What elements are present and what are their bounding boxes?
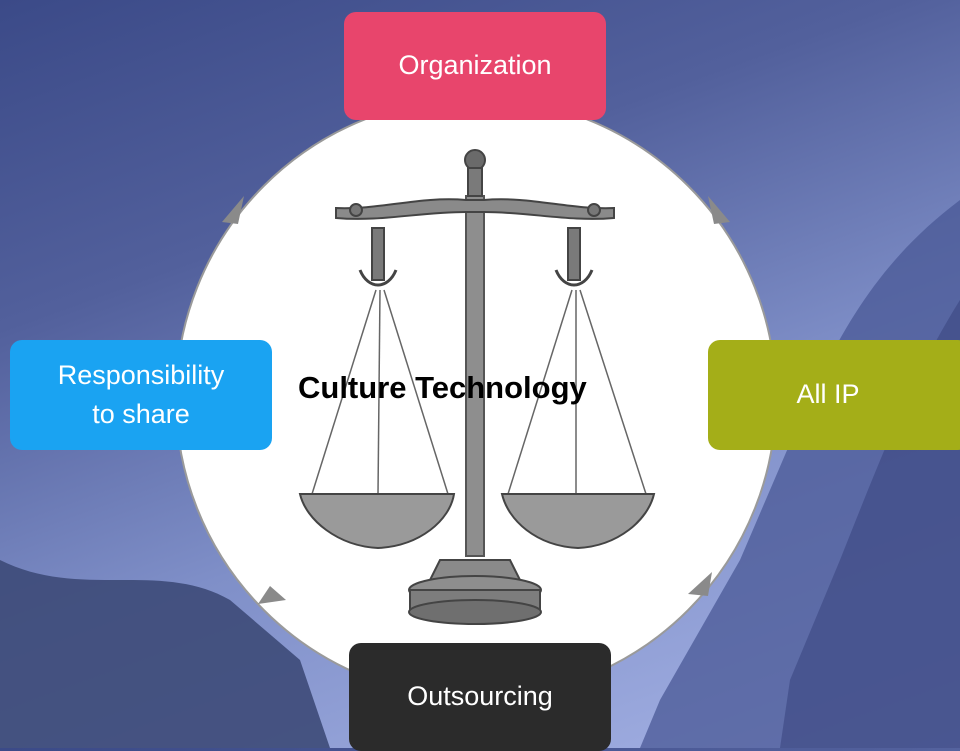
organization-box: Organization (344, 12, 606, 120)
mountain-left (0, 560, 330, 748)
outsourcing-box: Outsourcing (349, 643, 611, 751)
arrow-bottom-right (688, 572, 712, 596)
organization-label: Organization (398, 50, 552, 81)
responsibility-label-line2: to share (92, 399, 190, 429)
all-ip-label: All IP (796, 379, 860, 410)
balance-scale-icon (298, 149, 656, 625)
all-ip-box: All IP (708, 340, 960, 450)
center-label: Culture Technology (298, 370, 587, 405)
responsibility-box: Responsibility to share (10, 340, 272, 450)
arrow-top-left (222, 196, 244, 224)
arrow-top-right (708, 196, 730, 224)
responsibility-label-line1: Responsibility (57, 359, 225, 390)
arrow-bottom-left (258, 586, 286, 604)
outsourcing-label: Outsourcing (407, 681, 553, 712)
